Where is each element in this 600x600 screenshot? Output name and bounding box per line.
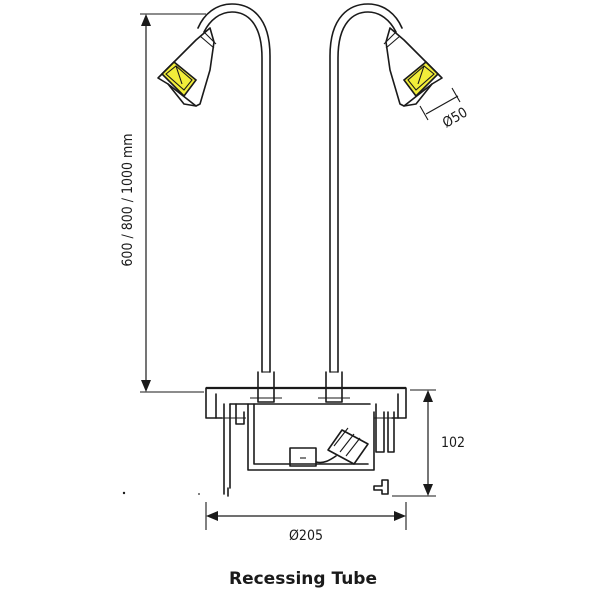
figure-caption: Recessing Tube xyxy=(229,569,377,589)
height-options-label: 600 / 800 / 1000 mm xyxy=(120,133,136,266)
housing-depth-label: 102 xyxy=(441,435,465,451)
housing-diameter-dimension: Ø205 xyxy=(205,502,407,544)
right-lamp-head xyxy=(383,27,443,107)
head-diameter-label: Ø50 xyxy=(440,105,470,132)
left-lamp-head xyxy=(157,27,217,107)
housing-depth-dimension: 102 xyxy=(392,389,465,497)
height-dimension: 600 / 800 / 1000 mm xyxy=(120,13,206,393)
cable-gland xyxy=(315,427,369,465)
head-diameter-dimension: Ø50 xyxy=(419,87,470,132)
left-gooseneck-arm xyxy=(197,3,271,373)
housing-diameter-label: Ø205 xyxy=(289,528,323,544)
recessing-housing xyxy=(198,371,407,497)
right-gooseneck-arm xyxy=(329,3,403,373)
